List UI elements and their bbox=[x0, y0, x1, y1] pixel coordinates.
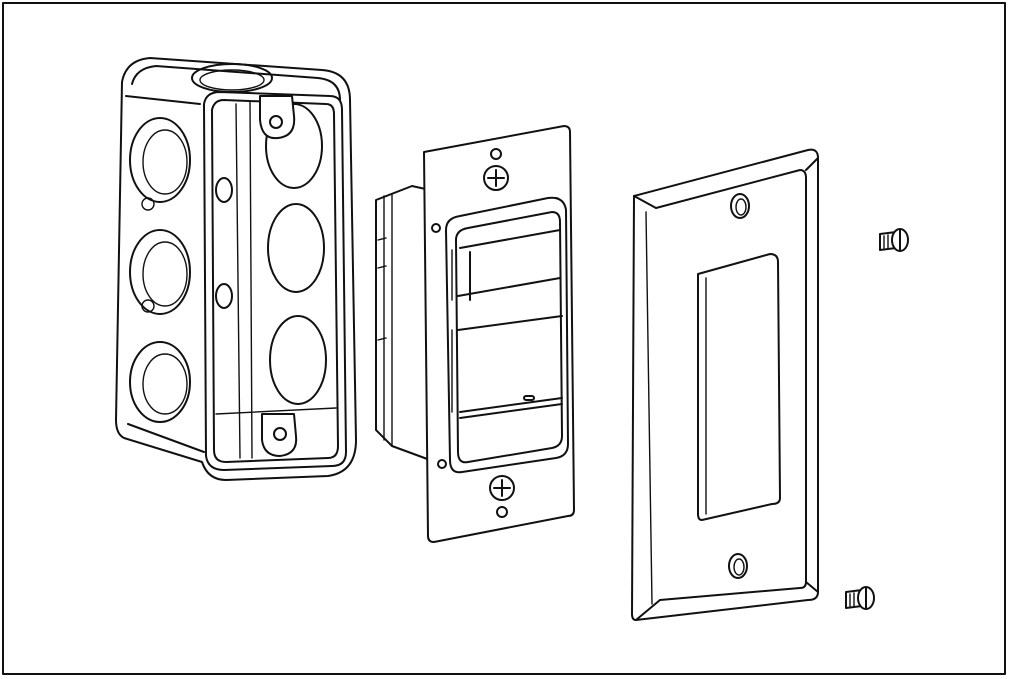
screw bbox=[879, 228, 909, 252]
occupancy-sensor-switch bbox=[375, 125, 575, 543]
wall-plate bbox=[631, 148, 819, 621]
screw bbox=[845, 586, 875, 610]
electrical-box bbox=[115, 57, 357, 481]
